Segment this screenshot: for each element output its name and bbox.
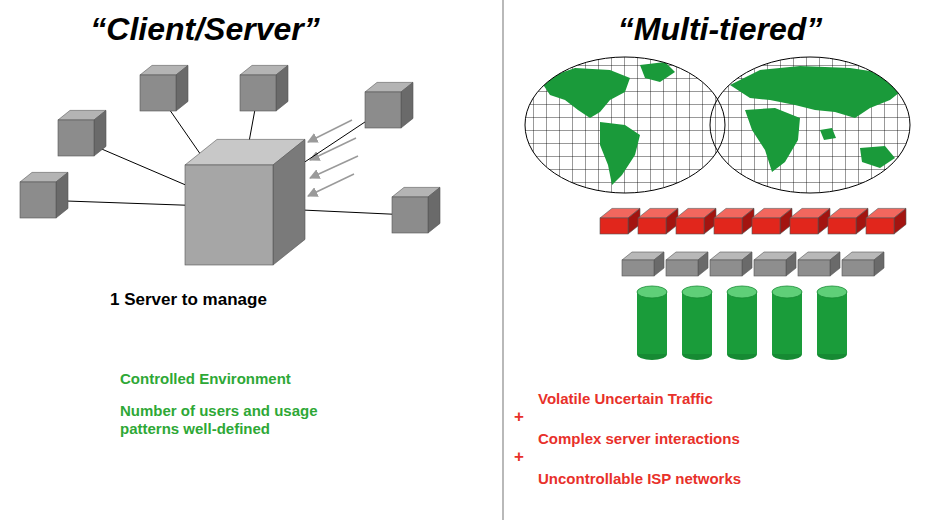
cylinder-body — [637, 292, 667, 354]
cylinder-body — [772, 292, 802, 354]
cube-front — [600, 218, 628, 234]
cube-front — [240, 75, 276, 111]
cube-front — [754, 260, 786, 276]
cube-front — [828, 218, 856, 234]
cube-front — [20, 182, 56, 218]
cube-front — [392, 197, 428, 233]
web-server-block — [676, 208, 716, 234]
cylinder-top — [772, 286, 802, 298]
divider-line — [502, 0, 503, 520]
web-server-block — [828, 208, 868, 234]
client-server-cubes — [20, 65, 440, 265]
database-cylinder — [772, 286, 802, 360]
challenge-note: Volatile Uncertain Traffic — [538, 390, 858, 408]
cube-side — [56, 172, 68, 218]
cube-side — [276, 65, 288, 111]
client-cube — [240, 65, 288, 111]
web-server-block — [790, 208, 830, 234]
cube-side — [273, 139, 305, 265]
section-title: “Multi-tiered” — [560, 10, 880, 48]
web-server-block — [714, 208, 754, 234]
web-server-block — [638, 208, 678, 234]
app-server-block — [754, 252, 796, 276]
cube-front — [752, 218, 780, 234]
cube-side — [742, 252, 752, 276]
challenge-note: Uncontrollable ISP networks — [538, 470, 858, 488]
web-server-block — [866, 208, 906, 234]
advantage-note: Number of users and usage patterns well-… — [120, 402, 365, 438]
app-server-block — [666, 252, 708, 276]
cube-front — [676, 218, 704, 234]
cylinder-top — [817, 286, 847, 298]
client-cube — [20, 172, 68, 218]
server-tiers — [600, 208, 906, 360]
cube-front — [714, 218, 742, 234]
plus-sign: + — [514, 407, 534, 427]
cube-front — [638, 218, 666, 234]
cube-side — [830, 252, 840, 276]
cube-front — [666, 260, 698, 276]
cylinder-body — [727, 292, 757, 354]
challenge-note: Complex server interactions — [538, 430, 858, 448]
cylinder-top — [637, 286, 667, 298]
client-cube — [58, 110, 106, 156]
cube-side — [654, 252, 664, 276]
client-cube — [140, 65, 188, 111]
cube-side — [698, 252, 708, 276]
app-server-block — [710, 252, 752, 276]
plus-sign: + — [514, 447, 534, 467]
cube-side — [176, 65, 188, 111]
cylinder-top — [682, 286, 712, 298]
cylinder-body — [682, 292, 712, 354]
cube-front — [866, 218, 894, 234]
cube-front — [790, 218, 818, 234]
database-cylinder — [682, 286, 712, 360]
cube-front — [798, 260, 830, 276]
database-cylinder — [637, 286, 667, 360]
world-map — [520, 50, 920, 200]
cube-front — [622, 260, 654, 276]
server-note: 1 Server to manage — [110, 290, 330, 310]
app-server-block — [622, 252, 664, 276]
cube-side — [428, 187, 440, 233]
cube-side — [401, 82, 413, 128]
cylinder-top — [727, 286, 757, 298]
app-server-block — [798, 252, 840, 276]
database-cylinder — [817, 286, 847, 360]
client-cube — [365, 82, 413, 128]
web-server-block — [752, 208, 792, 234]
app-server-block — [842, 252, 884, 276]
cube-front — [58, 120, 94, 156]
server-cube — [185, 139, 305, 265]
cube-side — [786, 252, 796, 276]
section-title: “Client/Server” — [40, 10, 370, 48]
cube-side — [874, 252, 884, 276]
cube-front — [140, 75, 176, 111]
cube-front — [710, 260, 742, 276]
web-server-block — [600, 208, 640, 234]
cube-front — [185, 165, 273, 265]
cube-front — [842, 260, 874, 276]
cylinder-body — [817, 292, 847, 354]
cube-side — [894, 208, 906, 234]
client-cube — [392, 187, 440, 233]
cube-side — [94, 110, 106, 156]
database-cylinder — [727, 286, 757, 360]
cube-front — [365, 92, 401, 128]
advantage-note: Controlled Environment — [120, 370, 380, 388]
